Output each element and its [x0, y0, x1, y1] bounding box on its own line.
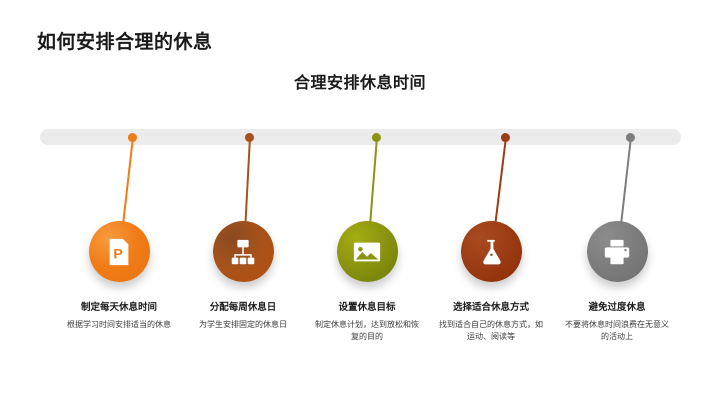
node-title-5: 避免过度休息 — [588, 302, 646, 313]
node-icon-circle-1[interactable]: P — [88, 221, 150, 282]
page-subtitle: 合理安排休息时间 — [293, 75, 426, 92]
powerpoint-document-icon: P — [104, 237, 134, 267]
node-icon-circle-4[interactable] — [460, 221, 522, 282]
printer-icon — [602, 237, 632, 267]
svg-text:P: P — [113, 245, 122, 261]
node-title-2: 分配每周休息日 — [209, 302, 277, 313]
node-description-1: 根据学习时间安排适当的休息 — [67, 320, 171, 329]
node-description-3: 制定休息计划，达到放松和恢复的目的 — [315, 320, 419, 341]
node-description-4: 找到适合自己的休息方式，如运动、阅读等 — [439, 320, 543, 341]
image-icon — [352, 237, 382, 267]
flask-icon — [476, 237, 506, 267]
node-title-3: 设置休息目标 — [338, 302, 396, 313]
node-title-1: 制定每天休息时间 — [80, 302, 157, 313]
node-icon-circle-5[interactable] — [586, 221, 648, 282]
timeline-node-2[interactable]: 分配每周休息日为学生安排固定的休息日 — [173, 221, 313, 331]
node-icon-circle-3[interactable] — [336, 221, 398, 282]
node-description-2: 为学生安排固定的休息日 — [199, 320, 287, 329]
timeline-node-5[interactable]: 避免过度休息不要将休息时间浪费在无意义的活动上 — [547, 221, 687, 343]
node-title-4: 选择适合休息方式 — [452, 302, 529, 313]
node-icon-circle-2[interactable] — [212, 221, 274, 282]
timeline-node-3[interactable]: 设置休息目标制定休息计划，达到放松和恢复的目的 — [297, 221, 437, 343]
timeline-node-1[interactable]: P 制定每天休息时间根据学习时间安排适当的休息 — [49, 221, 189, 331]
page-title: 如何安排合理的休息 — [37, 32, 213, 53]
hierarchy-icon — [228, 237, 258, 267]
timeline-bar — [40, 129, 681, 145]
timeline-node-4[interactable]: 选择适合休息方式找到适合自己的休息方式，如运动、阅读等 — [421, 221, 561, 343]
node-description-5: 不要将休息时间浪费在无意义的活动上 — [565, 320, 669, 341]
